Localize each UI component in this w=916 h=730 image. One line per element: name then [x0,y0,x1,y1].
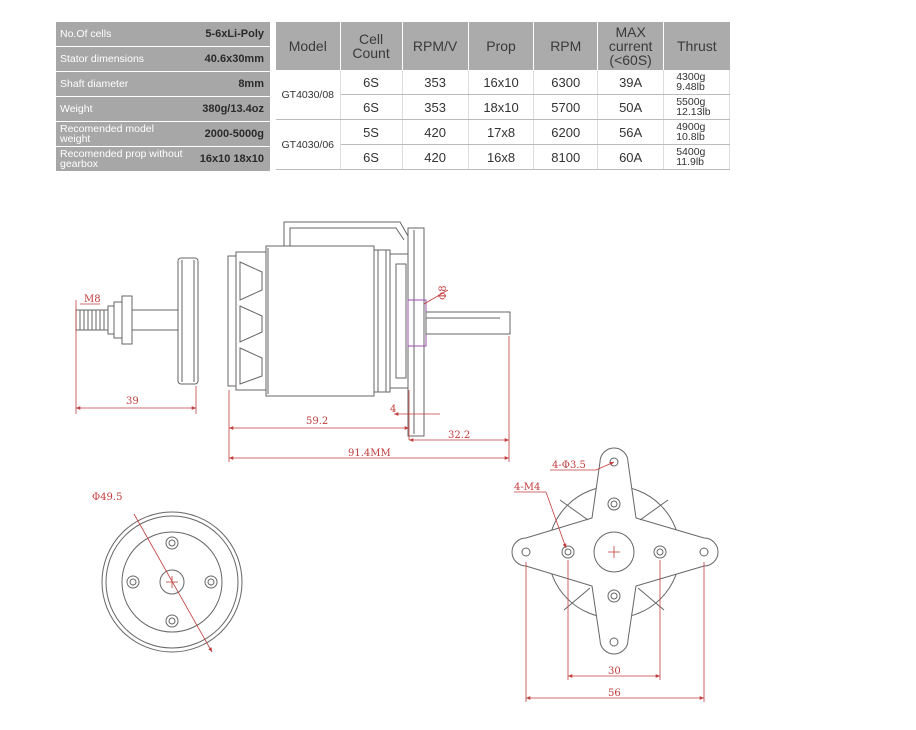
prop-cell: 17x8 [468,119,535,145]
cell-count: 5S [340,119,403,145]
motor-mount-back [283,221,427,437]
kv-cell: 353 [402,70,469,95]
kv-cell: 420 [402,119,469,145]
rpm-cell: 6200 [533,119,599,145]
col-header-cell-count: Cell Count [340,22,403,70]
thrust-pounds: 12.13lb [676,106,711,118]
cell-count: 6S [340,70,403,95]
spec-value: 380g/13.4oz [187,96,270,122]
motor-front-view [101,511,243,653]
cell-count: 6S [340,144,403,170]
current-cell: 60A [597,144,665,170]
cell-count: 6S [340,94,403,120]
screw-holes-label: 4-M4 [514,482,540,493]
performance-table: Model Cell Count RPM/V Prop RPM MAX curr… [276,22,730,170]
thrust-grams: 5500g [676,96,706,108]
thrust-grams: 5400g [676,146,706,158]
spec-value: 8mm [187,71,270,97]
col-header-kv: RPM/V [402,22,469,70]
motor-side-view [75,221,511,437]
spec-value: 16x10 18x10 [187,146,270,172]
spec-label: Shaft diameter [56,71,187,97]
model-cell: GT4030/06 [276,119,341,170]
diameter-label: Φ49.5 [92,492,122,503]
prop-backplate [177,257,199,385]
motor-shaft [425,311,511,335]
rpm-cell: 6300 [533,70,599,95]
col-header-thrust: Thrust [663,22,730,70]
spec-label: Stator dimensions [56,46,187,72]
outer-hole-span: 56 [608,688,621,699]
col-header-rpm: RPM [533,22,599,70]
spec-value: 40.6x30mm [187,46,270,72]
spec-label: Recomended prop without gearbox [56,146,187,172]
prop-adapter-thread [75,295,179,345]
current-cell: 50A [597,94,665,120]
model-cell: GT4030/08 [276,70,341,120]
front-view-dimensions [133,513,213,653]
thrust-pounds: 11.9lb [676,156,705,168]
thrust-pounds: 9.48lb [676,81,705,93]
prop-cell: 16x8 [468,144,535,170]
back-view-dimensions [514,461,705,702]
thrust-grams: 4300g [676,71,706,83]
current-cell: 39A [597,70,665,95]
prop-adapter-length: 39 [126,396,139,407]
current-cell: 56A [597,119,665,145]
shaft-diameter-label: Φ8 [438,285,449,300]
mount-holes-label: 4-Φ3.5 [552,460,586,471]
side-view-dimensions [75,289,510,462]
thread-label: M8 [84,294,101,305]
total-length: 91.4MM [348,448,391,459]
kv-cell: 353 [402,94,469,120]
col-header-prop: Prop [468,22,535,70]
inner-hole-span: 30 [608,666,621,677]
rpm-cell: 5700 [533,94,599,120]
rotor-bell [227,245,391,397]
kv-cell: 420 [402,144,469,170]
rpm-cell: 8100 [533,144,599,170]
body-length: 59.2 [306,416,328,427]
flange-thickness: 4 [390,404,396,415]
col-header-max-current: MAX current (<60S) [597,22,665,70]
spec-value: 2000-5000g [187,121,270,147]
spec-label: Weight [56,96,187,122]
motor-mount-back-view [511,447,719,655]
thrust-pounds: 10.8lb [676,131,705,143]
performance-header-row: Model Cell Count RPM/V Prop RPM MAX curr… [276,22,730,70]
col-header-model: Model [276,22,341,70]
spec-label: No.Of cells [56,22,187,47]
shaft-length: 32.2 [448,430,470,441]
prop-cell: 16x10 [468,70,535,95]
spec-label: Recomended model weight [56,121,187,147]
spec-value: 5-6xLi-Poly [187,22,270,47]
prop-cell: 18x10 [468,94,535,120]
thrust-grams: 4900g [676,121,706,133]
